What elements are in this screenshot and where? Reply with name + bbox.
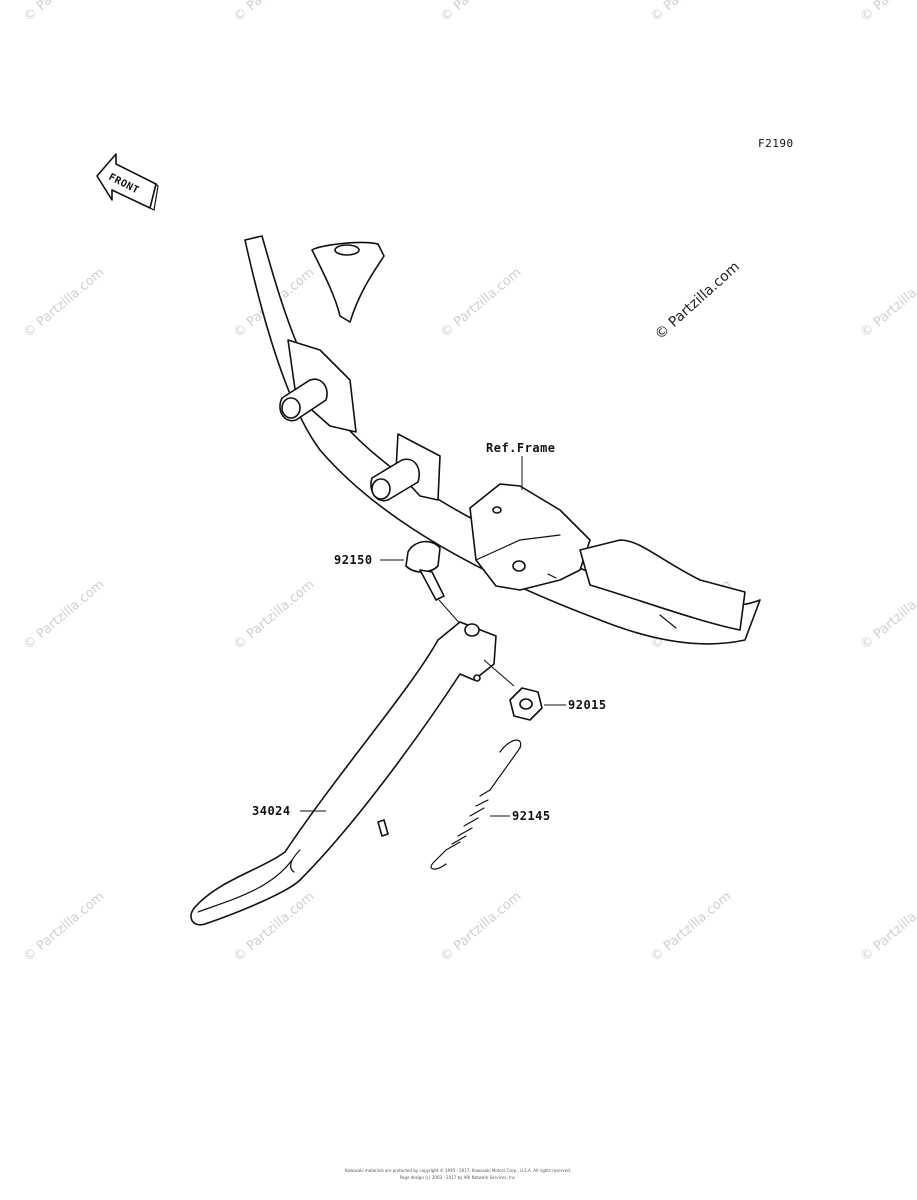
- part-92145-spring: [430, 739, 522, 870]
- diagram-code: F2190: [758, 137, 794, 150]
- watermark: © Partzilla.com: [858, 265, 917, 341]
- watermark: © Partzilla.com: [858, 889, 917, 965]
- watermark-main: © Partzilla.com: [652, 259, 743, 343]
- part-number-label: 34024: [252, 804, 291, 818]
- footer-copyright: Kawasaki materials are protected by copy…: [345, 1168, 571, 1173]
- part-92015-nut: [509, 687, 543, 721]
- watermark: © Partzilla.com: [648, 889, 734, 965]
- watermark: © Partzilla.com: [858, 0, 917, 25]
- part-34024-side-stand: [190, 621, 515, 926]
- part-number-label: 92145: [512, 809, 551, 823]
- watermark: © Partzilla.com: [438, 0, 524, 25]
- watermark: © Partzilla.com: [438, 889, 524, 965]
- footer-page-design: Page design (c) 2003 - 2017 by ARI Netwo…: [400, 1175, 516, 1180]
- watermark: © Partzilla.com: [648, 0, 734, 25]
- watermark: © Partzilla.com: [438, 265, 524, 341]
- watermark: © Partzilla.com: [21, 0, 107, 25]
- watermark: © Partzilla.com: [858, 577, 917, 653]
- part-92150-bolt: [405, 540, 471, 636]
- watermark: © Partzilla.com: [21, 577, 107, 653]
- frame-illustration: [244, 235, 761, 645]
- front-arrow-icon: FRONT: [96, 153, 159, 211]
- part-number-label: 92150: [334, 553, 373, 567]
- ref-frame-label: Ref.Frame: [486, 441, 556, 455]
- watermark: © Partzilla.com: [21, 889, 107, 965]
- watermark: © Partzilla.com: [231, 0, 317, 25]
- watermark: © Partzilla.com: [21, 265, 107, 341]
- part-number-label: 92015: [568, 698, 607, 712]
- watermark: © Partzilla.com: [231, 577, 317, 653]
